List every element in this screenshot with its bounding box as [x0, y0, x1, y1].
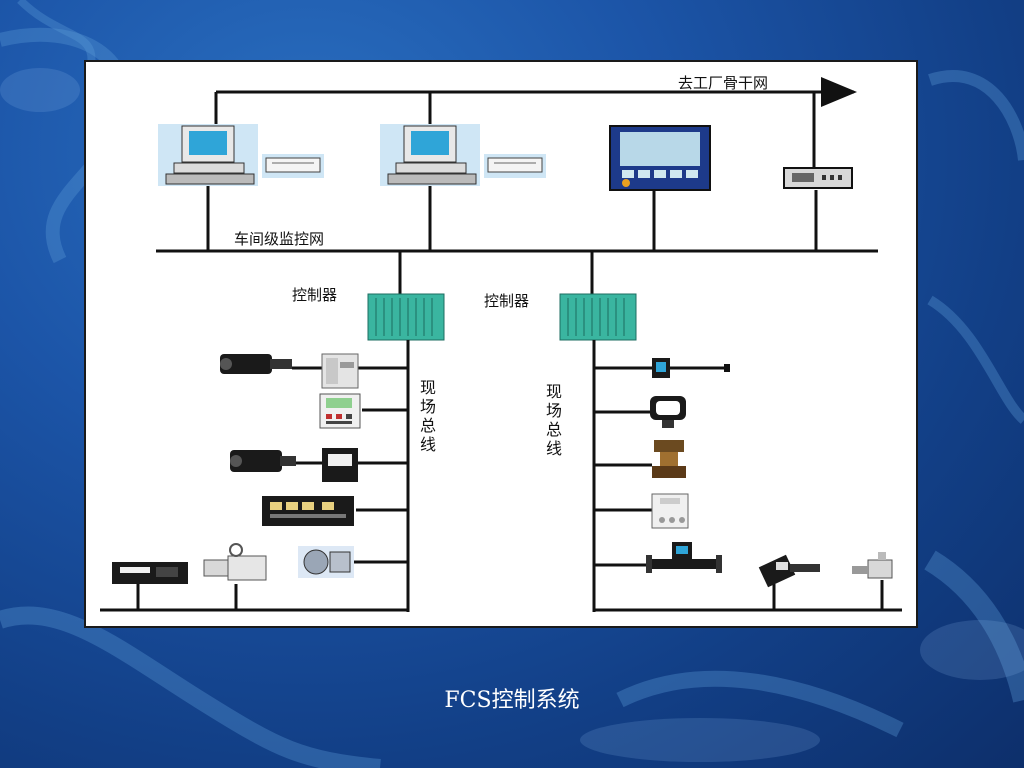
fieldbus-left-line: [100, 340, 410, 612]
supervisory-network-line: [156, 186, 878, 253]
temperature-sensor-icon: [652, 358, 730, 378]
backbone-line: [214, 77, 857, 167]
printer-1-icon: [262, 154, 324, 178]
servo-motor-2-icon: [230, 450, 296, 472]
slide-caption: FCS控制系统: [444, 688, 580, 713]
drive-module-2-icon: [322, 448, 358, 482]
controller-left-icon: [367, 293, 445, 341]
junction-box-icon: [651, 493, 689, 529]
servo-motor-1-icon: [220, 354, 292, 374]
io-terminal-icon: [319, 393, 361, 429]
supervisory-network-label: 车间级监控网: [234, 230, 325, 248]
flow-meter-icon: [646, 542, 722, 573]
fcs-network-diagram: [100, 77, 902, 612]
operator-panel-icon: [609, 125, 711, 191]
pressure-transmitter-icon: [650, 396, 686, 428]
backbone-label: 去工厂骨干网: [678, 74, 769, 92]
controller-left-label: 控制器: [292, 286, 338, 304]
fieldbus-right-line: [592, 340, 902, 612]
workstation-2-icon: [380, 124, 480, 186]
motor-drive-bottom-icon: [112, 562, 188, 584]
controller-right-label: 控制器: [484, 292, 530, 310]
positioner-icon: [852, 552, 893, 579]
drive-module-1-icon: [321, 353, 359, 389]
control-valve-icon: [652, 440, 686, 478]
gateway-device-icon: [783, 167, 853, 189]
workstation-1-icon: [158, 124, 258, 186]
diagram-frame: 去工厂骨干网 车间级监控网 控制器 控制器 现场总线 现场总线: [84, 60, 918, 628]
level-transmitter-icon: [758, 554, 820, 588]
pump-icon: [298, 546, 354, 578]
fieldbus-left-label: 现场总线: [419, 378, 436, 454]
fieldbus-right-label: 现场总线: [545, 382, 562, 458]
io-module-icon: [262, 496, 354, 526]
printer-2-icon: [484, 154, 546, 178]
controller-right-icon: [559, 293, 637, 341]
valve-actuator-icon: [203, 543, 267, 581]
